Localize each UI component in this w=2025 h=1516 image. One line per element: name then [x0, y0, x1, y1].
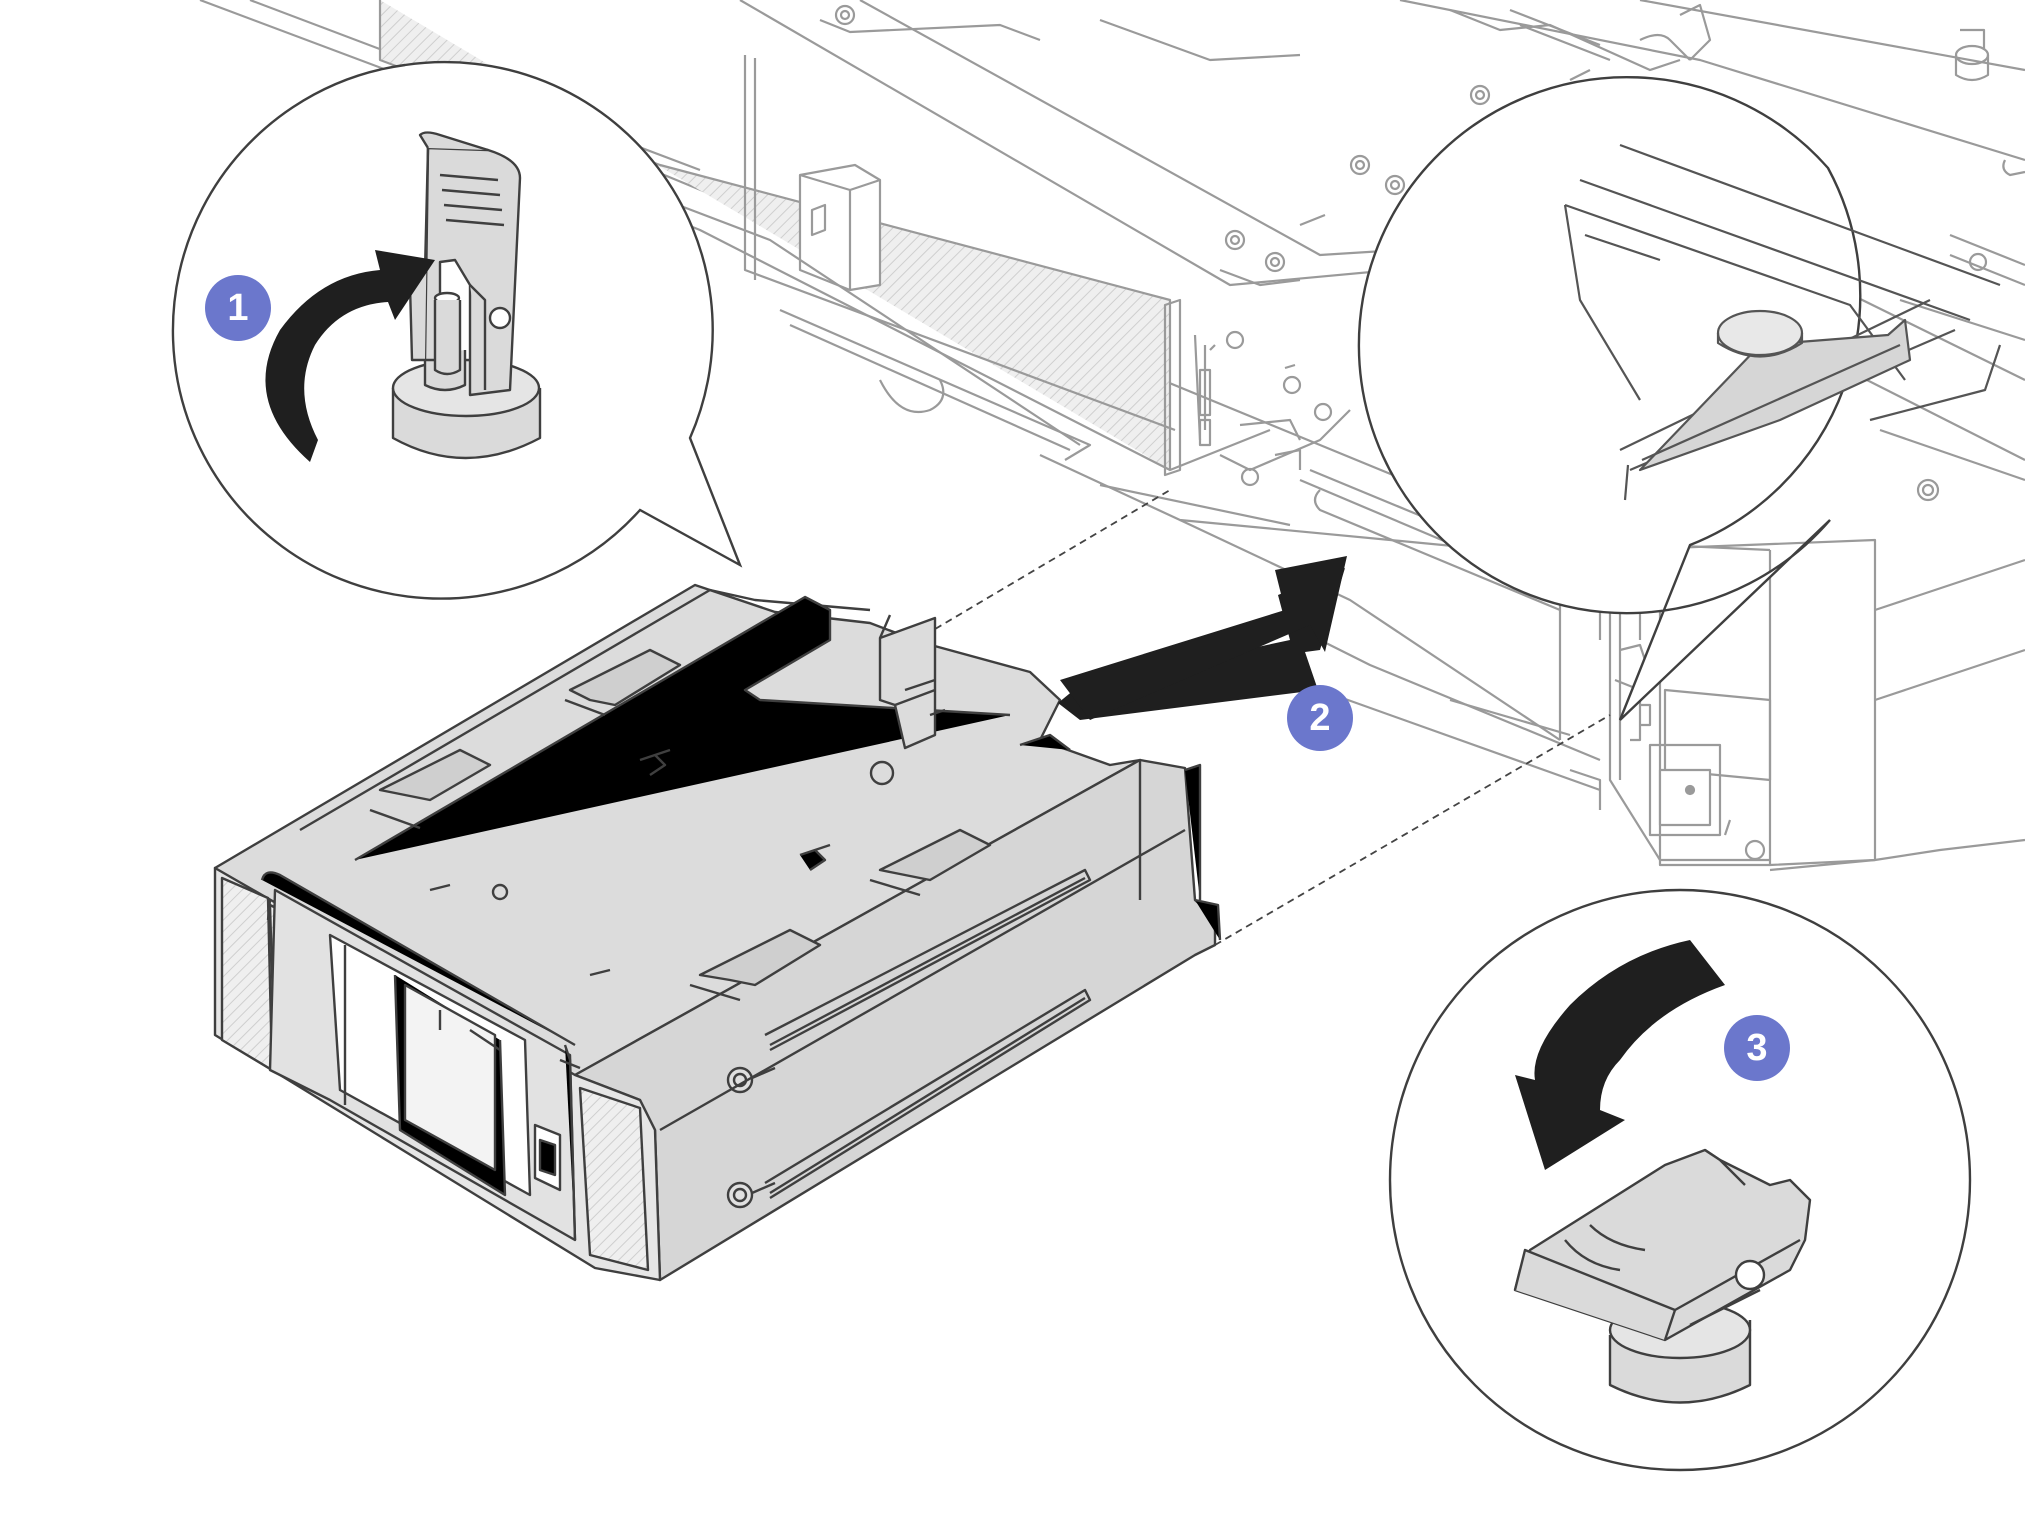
drive-cage — [213, 583, 1222, 1282]
rotate-latch-up-arrow-icon — [265, 250, 435, 462]
rotate-latch-down-arrow-icon — [1515, 940, 1725, 1170]
step-badge-3: 3 — [1724, 1015, 1790, 1081]
step-badge-2: 2 — [1287, 685, 1353, 751]
callout-latch-open — [171, 60, 743, 600]
step-badge-1: 1 — [205, 275, 271, 341]
callout-latch-detail — [1357, 75, 2002, 721]
callout-latch-closed — [1388, 888, 1972, 1472]
alignment-guides — [924, 489, 1611, 946]
